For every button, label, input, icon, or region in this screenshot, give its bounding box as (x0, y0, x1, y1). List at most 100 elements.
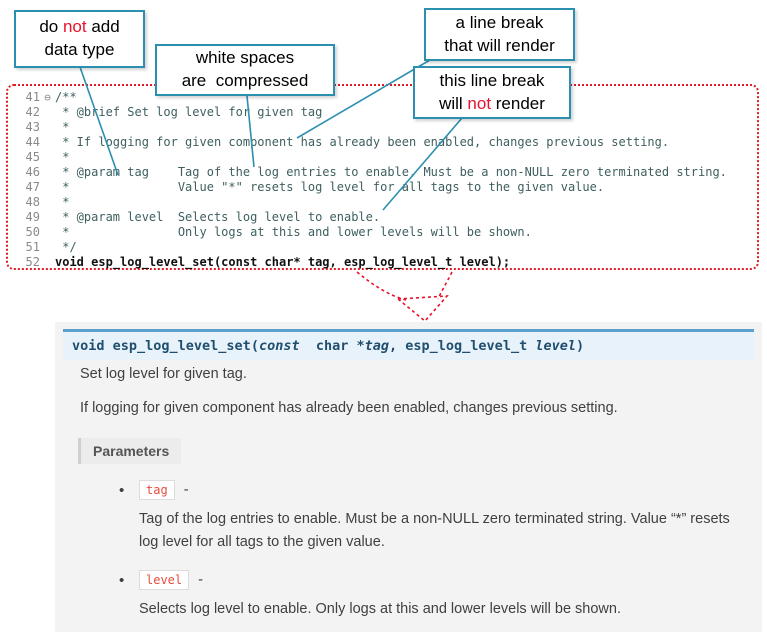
fold-column (40, 105, 55, 120)
sig-paren-close: ) (575, 338, 585, 354)
callout-text-emphasis: not (467, 93, 492, 113)
code-text: /** (55, 90, 77, 104)
code-line: 43 * (14, 120, 757, 135)
code-line: 41 ⊖ /** (14, 90, 757, 105)
code-text: * @param tag Tag of the log entries to e… (55, 165, 727, 179)
callout-text-part: will (439, 93, 468, 113)
callout-linebreak-not-render: this line break will not render (413, 66, 571, 119)
sig-param1-name: tag (364, 338, 390, 354)
code-line: 50 * Only logs at this and lower levels … (14, 225, 757, 240)
callout-text: a line break (456, 12, 544, 35)
param-name-literal: level (139, 570, 190, 590)
callout-no-datatype: do not add data type (14, 10, 145, 68)
code-text: * (55, 150, 70, 164)
param-item-level: • level - Selects log level to enable. O… (119, 570, 749, 621)
code-line: 46 * @param tag Tag of the log entries t… (14, 165, 757, 180)
callout-text: do not add (39, 16, 119, 39)
fold-column (40, 135, 55, 150)
code-text: * Only logs at this and lower levels wil… (55, 225, 532, 239)
callout-whitespace-compressed: white spaces are compressed (155, 44, 335, 96)
callout-text-part: a line break (455, 12, 544, 32)
code-text: * Value "*" resets log level for all tag… (55, 180, 605, 194)
code-text: */ (55, 240, 77, 254)
fold-column (40, 120, 55, 135)
callout-text-part: that will render (444, 35, 555, 55)
fold-column (40, 225, 55, 240)
fold-column (40, 150, 55, 165)
rendered-doc-panel: void esp_log_level_set(const char *tag, … (55, 322, 762, 632)
render-arrow-left-edge (356, 271, 407, 301)
bullet-icon: • (119, 482, 125, 499)
fold-collapse-icon: ⊖ (44, 91, 51, 104)
code-text-function-declaration: void esp_log_level_set(const char* tag, … (55, 255, 511, 269)
sig-param1-type: char * (299, 338, 365, 354)
fold-column (40, 180, 55, 195)
line-number: 50 (25, 225, 40, 239)
sig-paren-open: ( (250, 338, 259, 354)
code-text: * If logging for given component has alr… (55, 135, 670, 149)
callout-text: white spaces (196, 47, 294, 70)
code-line: 42 * @brief Set log level for given tag (14, 105, 757, 120)
function-signature: void esp_log_level_set(const char *tag, … (63, 329, 754, 360)
fold-column (40, 210, 55, 225)
line-number: 44 (25, 135, 40, 149)
code-text: * (55, 195, 70, 209)
fold-column (40, 240, 55, 255)
doc-detail-paragraph: If logging for given component has alrea… (80, 400, 618, 416)
doc-brief-paragraph: Set log level for given tag. (80, 366, 247, 382)
param-name-literal: tag (139, 480, 175, 500)
code-line: 49 * @param level Selects log level to e… (14, 210, 757, 225)
sig-return-type: void (72, 338, 113, 354)
line-number: 47 (25, 180, 40, 194)
code-editor-snippet: 41 ⊖ /** 42 * @brief Set log level for g… (6, 84, 759, 270)
fold-column (40, 195, 55, 210)
parameters-label: Parameters (78, 438, 182, 464)
code-line: 51 */ (14, 240, 757, 255)
callout-text-part: white spaces (195, 48, 295, 68)
callout-linebreak-renders: a line break that will render (424, 8, 575, 61)
param-item-tag: • tag - Tag of the log entries to enable… (119, 480, 749, 554)
code-line: 44 * If logging for given component has … (14, 135, 757, 150)
callout-text: are compressed (182, 70, 309, 93)
param-separator: - (198, 572, 203, 588)
callout-text: that will render (444, 35, 555, 58)
line-number: 49 (25, 210, 40, 224)
callout-text-part: add (86, 17, 120, 37)
param-separator: - (183, 482, 189, 498)
line-number: 45 (25, 150, 40, 164)
render-arrow-right-edge (437, 271, 453, 300)
line-number: 42 (25, 105, 40, 119)
sig-param2-name: level (535, 338, 576, 354)
line-number: 46 (25, 165, 40, 179)
param-description: Selects log level to enable. Only logs a… (139, 601, 621, 617)
sig-param2-type: esp_log_level_t (405, 338, 536, 354)
render-arrow-head (395, 295, 449, 323)
code-line: 47 * Value "*" resets log level for all … (14, 180, 757, 195)
callout-text: this line break (440, 70, 545, 93)
code-text: * @param level Selects log level to enab… (55, 210, 381, 224)
line-number: 48 (25, 195, 40, 209)
line-number: 43 (25, 120, 40, 134)
code-line: 48 * (14, 195, 757, 210)
sig-const-keyword: const (258, 338, 300, 354)
callout-text-part: are compressed (181, 71, 309, 90)
callout-text: data type (45, 39, 115, 62)
line-number: 51 (25, 240, 40, 254)
line-number: 41 (25, 90, 40, 104)
code-line: 52 void esp_log_level_set(const char* ta… (14, 255, 757, 270)
code-text: * @brief Set log level for given tag (55, 105, 323, 119)
sig-comma: , (389, 338, 406, 354)
line-number: 52 (25, 255, 40, 269)
callout-text-part: do (39, 17, 63, 37)
bullet-icon: • (119, 572, 125, 589)
code-line: 45 * (14, 150, 757, 165)
callout-text-part: render (491, 93, 545, 113)
code-text: * (55, 120, 70, 134)
fold-column (40, 255, 55, 270)
sig-function-name: esp_log_level_set (112, 338, 251, 354)
callout-text-part: this line break (439, 70, 545, 90)
param-description: Tag of the log entries to enable. Must b… (139, 511, 730, 551)
callout-text-part: data type (44, 40, 115, 59)
fold-column (40, 165, 55, 180)
